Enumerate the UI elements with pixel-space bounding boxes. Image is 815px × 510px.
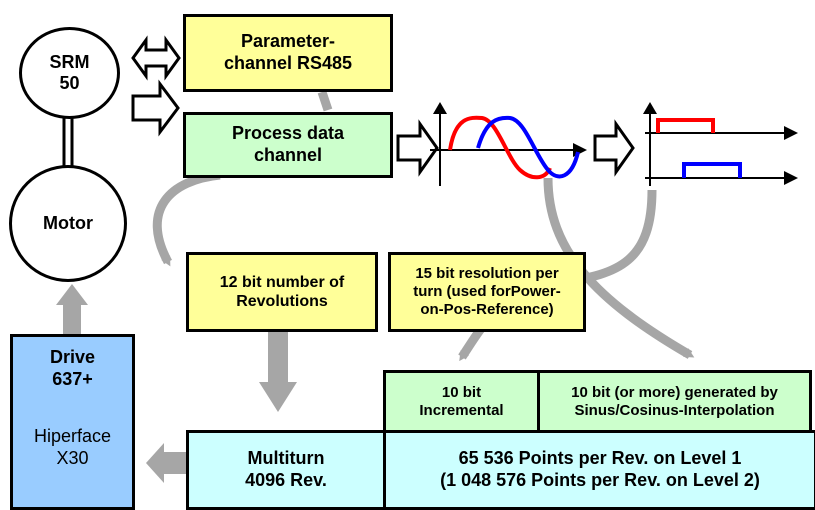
resolution-line3: on-Pos-Reference) (420, 301, 554, 318)
multiturn-line1: Multiturn (247, 448, 325, 469)
process-channel-line1: Process data (231, 123, 345, 144)
drive-line1: Drive (49, 347, 95, 367)
down-arrow (259, 332, 297, 412)
points-line2: (1 048 576 Points per Rev. on Level 2) (440, 470, 760, 490)
srm-encoder-circle: SRM 50 (19, 27, 120, 119)
incremental-line2: Incremental (419, 401, 504, 419)
double-arrow-icon (131, 35, 181, 81)
resolution-line2: turn (used forPower- (413, 283, 561, 300)
process-channel-line2: channel (253, 145, 323, 165)
right-arrow-icon (593, 119, 635, 177)
shaft-connector (62, 118, 74, 166)
srm-label-line1: SRM (49, 52, 90, 72)
process-data-channel-box: Process data channel (183, 112, 393, 178)
square-pulse-icon (643, 102, 798, 186)
resolution-box: 15 bit resolution per turn (used forPowe… (388, 252, 586, 332)
multiturn-line2: 4096 Rev. (245, 470, 327, 490)
right-arrow-icon (131, 79, 180, 137)
drive-box: Drive 637+ Hiperface X30 (10, 334, 135, 510)
incremental-box: 10 bit Incremental (383, 370, 540, 433)
revolutions-line1: 12 bit number of (219, 273, 345, 291)
parameter-channel-box: Parameter- channel RS485 (183, 14, 393, 92)
multiturn-box: Multiturn 4096 Rev. (186, 430, 386, 510)
drive-line4: X30 (56, 447, 89, 468)
interpolation-line1: 10 bit (or more) generated by (571, 383, 778, 401)
sine-cosine-wave-icon (430, 102, 587, 186)
right-arrow-icon (396, 119, 439, 177)
left-arrow (146, 443, 186, 483)
points-line1: 65 536 Points per Rev. on Level 1 (458, 448, 742, 469)
resolution-line1: 15 bit resolution per (415, 265, 559, 282)
srm-label-line2: 50 (59, 73, 80, 93)
motor-circle: Motor (9, 165, 127, 282)
param-channel-line1: Parameter- (240, 31, 336, 52)
revolutions-line2: Revolutions (236, 293, 328, 310)
revolutions-box: 12 bit number of Revolutions (186, 252, 378, 332)
param-channel-line2: channel RS485 (223, 53, 353, 73)
points-box: 65 536 Points per Rev. on Level 1 (1 048… (383, 430, 815, 510)
drive-line3: Hiperface (33, 426, 112, 447)
interpolation-line2: Sinus/Cosinus-Interpolation (574, 401, 775, 419)
interpolation-box: 10 bit (or more) generated by Sinus/Cosi… (537, 370, 812, 433)
motor-label: Motor (43, 213, 93, 233)
incremental-line1: 10 bit (441, 383, 482, 401)
drive-line2: 637+ (52, 368, 93, 389)
up-arrow (56, 284, 88, 335)
